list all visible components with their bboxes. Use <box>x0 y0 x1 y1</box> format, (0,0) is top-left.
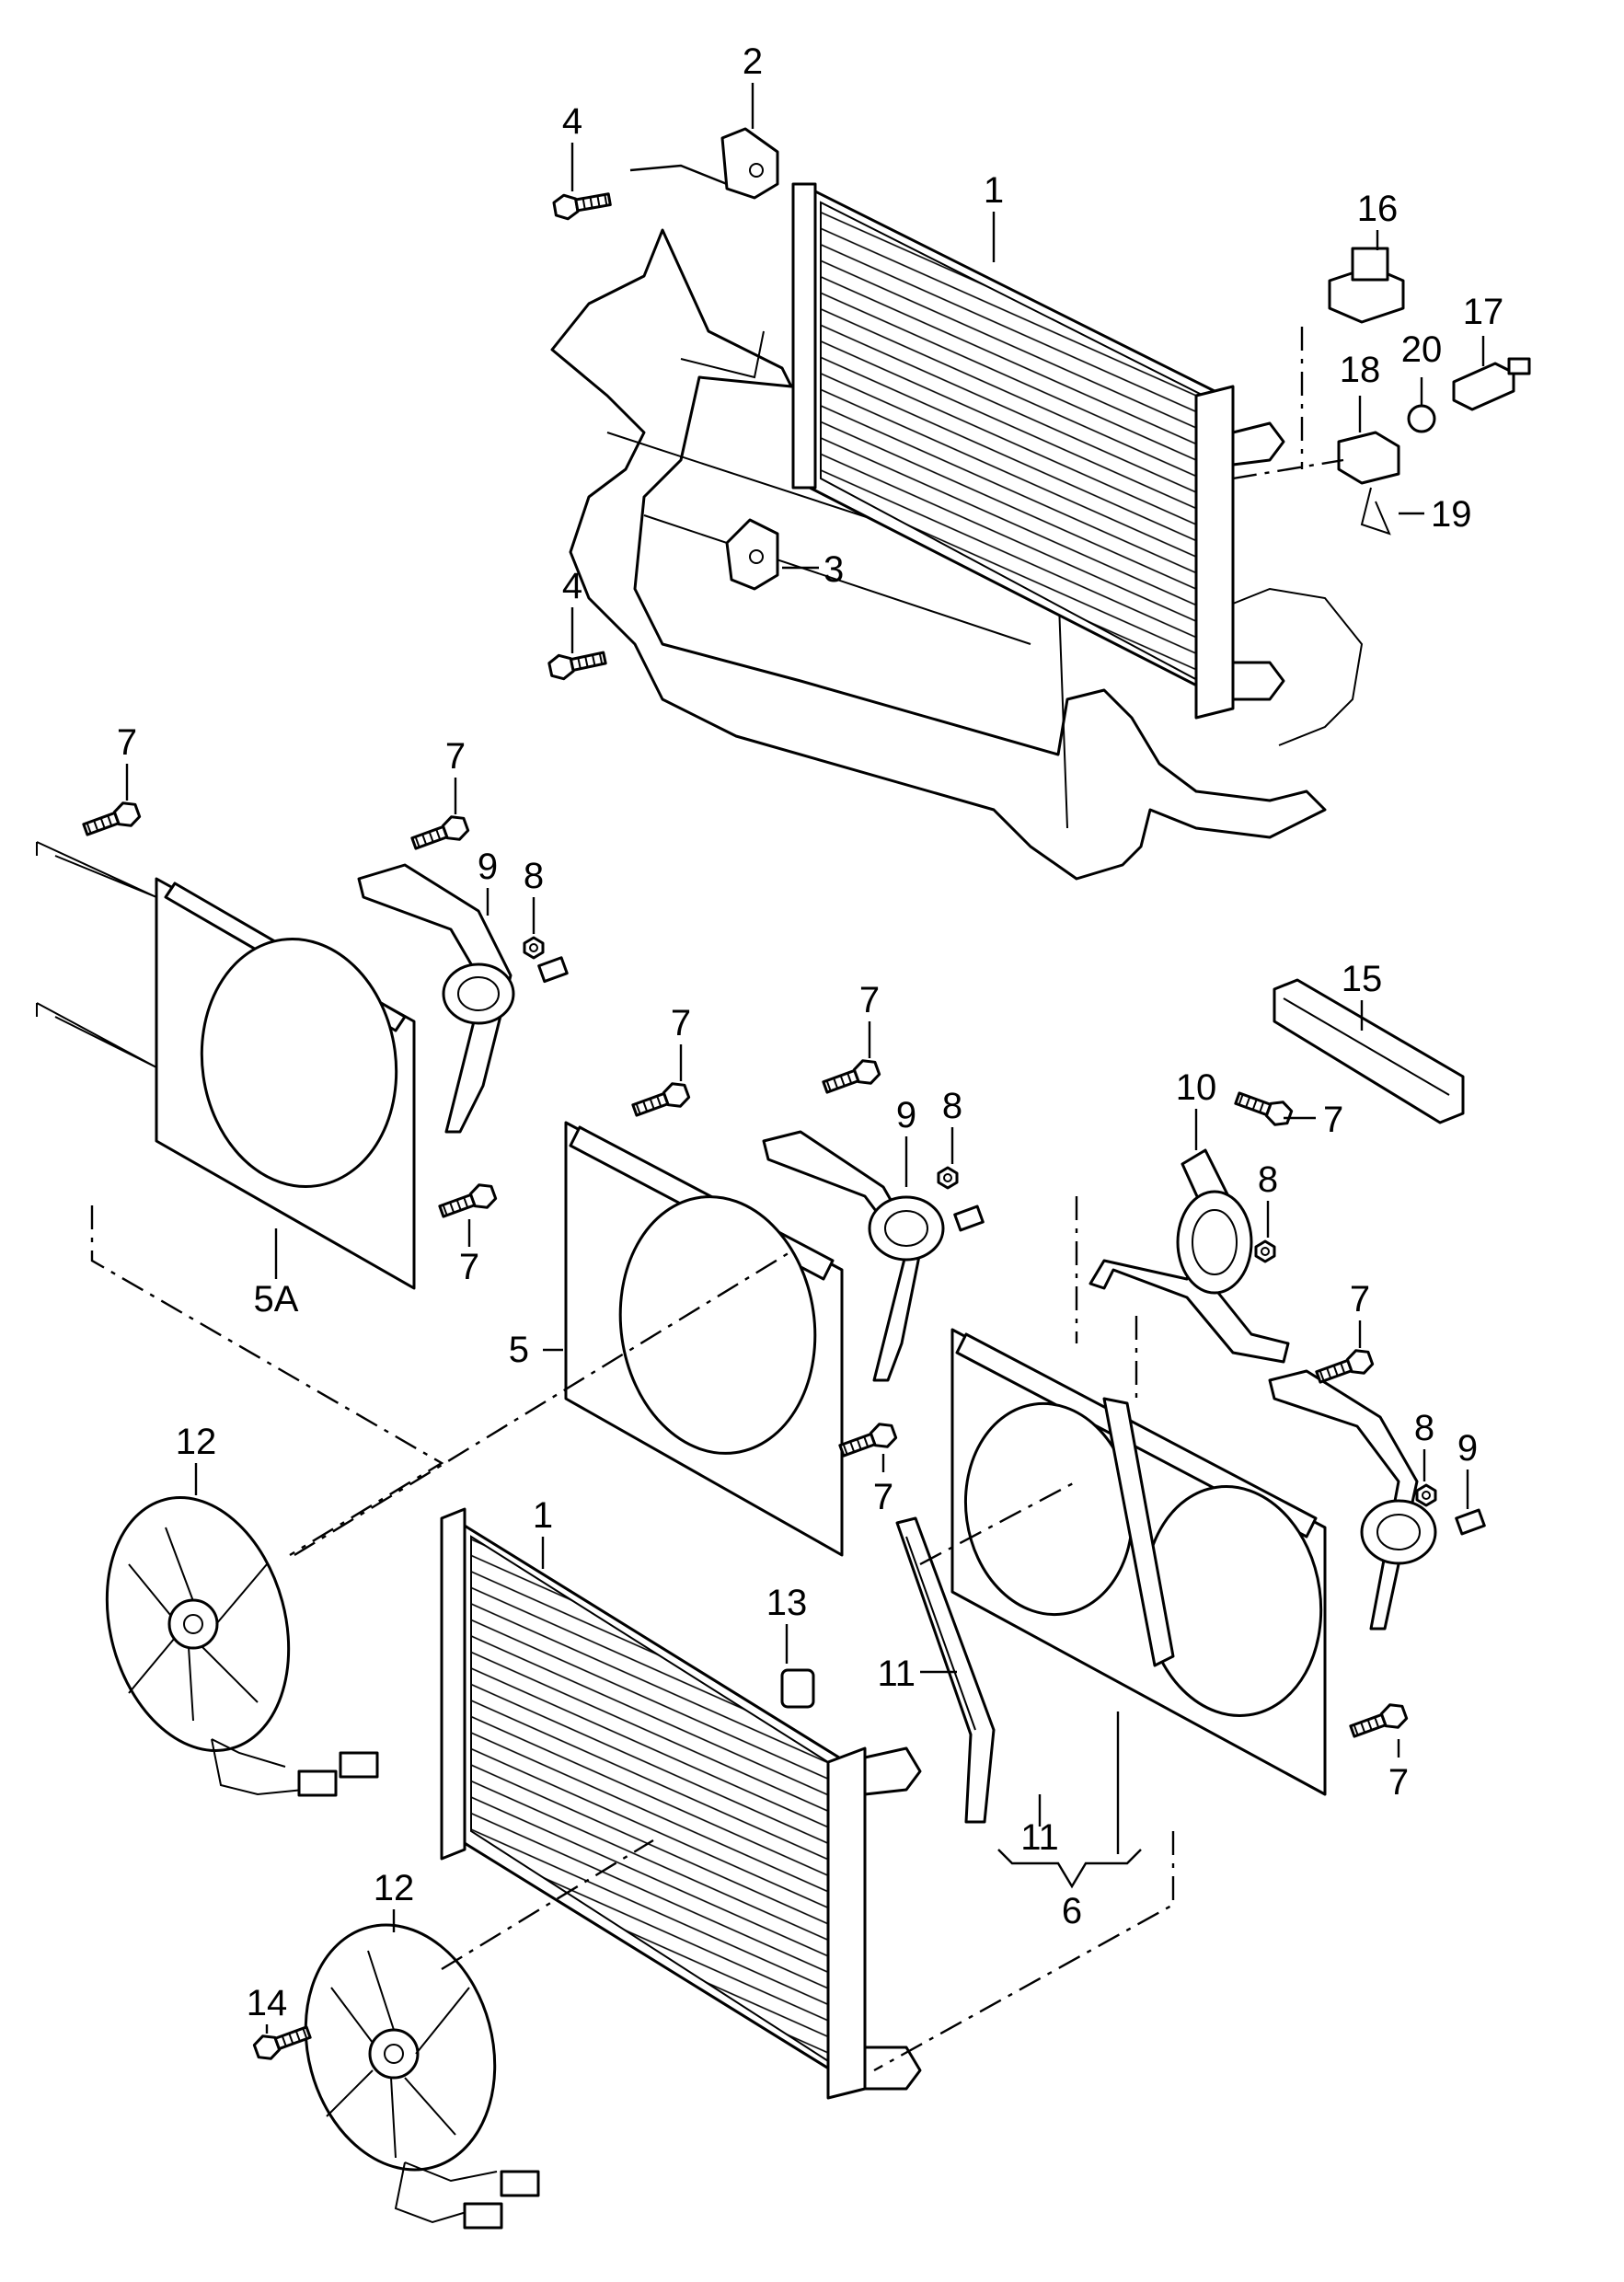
callout-15: 15 <box>1342 959 1383 999</box>
nut-icon <box>1254 1239 1276 1263</box>
callout-8-b: 8 <box>942 1086 962 1126</box>
bolt-icon <box>628 1078 693 1124</box>
callout-14: 14 <box>247 1983 288 2023</box>
callout-12-top: 12 <box>176 1422 217 1462</box>
bolt-icon <box>835 1419 900 1464</box>
bolt-icon <box>1346 1700 1411 1745</box>
leader-lines <box>125 83 1485 2034</box>
callout-1-top: 1 <box>984 170 1004 211</box>
callout-9-c: 9 <box>1457 1428 1478 1469</box>
bolt-icon <box>819 1055 883 1101</box>
bolt-icon <box>408 812 472 857</box>
callout-10: 10 <box>1176 1067 1217 1108</box>
callout-9-a: 9 <box>478 847 498 887</box>
fan-icon <box>304 1923 540 2230</box>
radiator-bottom <box>440 1507 922 2100</box>
callout-labels: 2 4 1 16 17 20 18 19 3 4 7 7 9 8 7 5A 7 … <box>117 41 1503 2023</box>
nut-icon <box>523 936 545 960</box>
seal-ring <box>1407 404 1436 433</box>
bolt-icon <box>250 2019 315 2064</box>
bolt-icon <box>547 644 609 683</box>
fan-support-bracket <box>1088 1148 1290 1364</box>
callout-7-d: 7 <box>671 1003 691 1043</box>
bolt-icon <box>1312 1345 1376 1390</box>
callout-5: 5 <box>509 1330 529 1370</box>
callout-12-bottom: 12 <box>374 1868 415 1908</box>
callout-11-a: 11 <box>877 1654 916 1694</box>
alignment-lines <box>90 327 1344 2072</box>
callout-13: 13 <box>766 1583 808 1623</box>
callout-9-b: 9 <box>896 1095 916 1135</box>
connector-icon <box>1452 357 1531 411</box>
callout-8-d: 8 <box>1414 1408 1434 1448</box>
fan-shroud-5A <box>36 841 569 1290</box>
callout-17: 17 <box>1463 292 1504 332</box>
callout-7-b: 7 <box>445 736 466 777</box>
bolt-icon <box>551 186 614 223</box>
callout-2: 2 <box>743 41 763 82</box>
thermo-switch-icon <box>1328 247 1405 485</box>
rubber-mount <box>780 1668 815 1709</box>
nut-icon <box>937 1166 959 1190</box>
bracket-lower <box>725 518 779 591</box>
callout-5A: 5A <box>254 1279 299 1320</box>
callout-7-h: 7 <box>1350 1279 1370 1320</box>
trim-strip <box>1273 978 1465 1124</box>
callout-16: 16 <box>1357 189 1399 229</box>
bolt-icon <box>1231 1085 1296 1130</box>
fan-icon <box>105 1496 379 1797</box>
bracket-upper <box>720 127 779 200</box>
callout-7-i: 7 <box>1388 1762 1409 1803</box>
callout-6: 6 <box>1062 1891 1082 1931</box>
bolt-icon <box>79 798 144 843</box>
fan-shroud-6 <box>950 1328 1486 1796</box>
lock-carrier-icon <box>550 228 1364 881</box>
callout-7-e: 7 <box>859 980 880 1020</box>
callout-1-bottom: 1 <box>533 1495 553 1536</box>
callout-7-c: 7 <box>459 1247 479 1287</box>
callout-20: 20 <box>1401 329 1443 370</box>
bolt-icon <box>435 1180 500 1225</box>
callout-11-b: 11 <box>1020 1817 1059 1858</box>
callout-4-mid: 4 <box>562 566 582 606</box>
radiator-top <box>791 182 1285 720</box>
nut-icon <box>1415 1483 1437 1507</box>
callout-4-top: 4 <box>562 101 582 142</box>
callout-7-g: 7 <box>1323 1100 1343 1140</box>
callout-19: 19 <box>1431 494 1472 535</box>
fan-shroud-5 <box>564 1121 985 1557</box>
callout-18: 18 <box>1340 350 1381 390</box>
callout-8-c: 8 <box>1258 1159 1278 1200</box>
callout-7-a: 7 <box>117 722 137 763</box>
side-seal-strip <box>895 1516 996 1824</box>
callout-8-a: 8 <box>524 856 544 896</box>
callout-3: 3 <box>824 549 844 590</box>
callout-7-f: 7 <box>873 1477 893 1517</box>
clip-icon <box>1360 487 1391 536</box>
